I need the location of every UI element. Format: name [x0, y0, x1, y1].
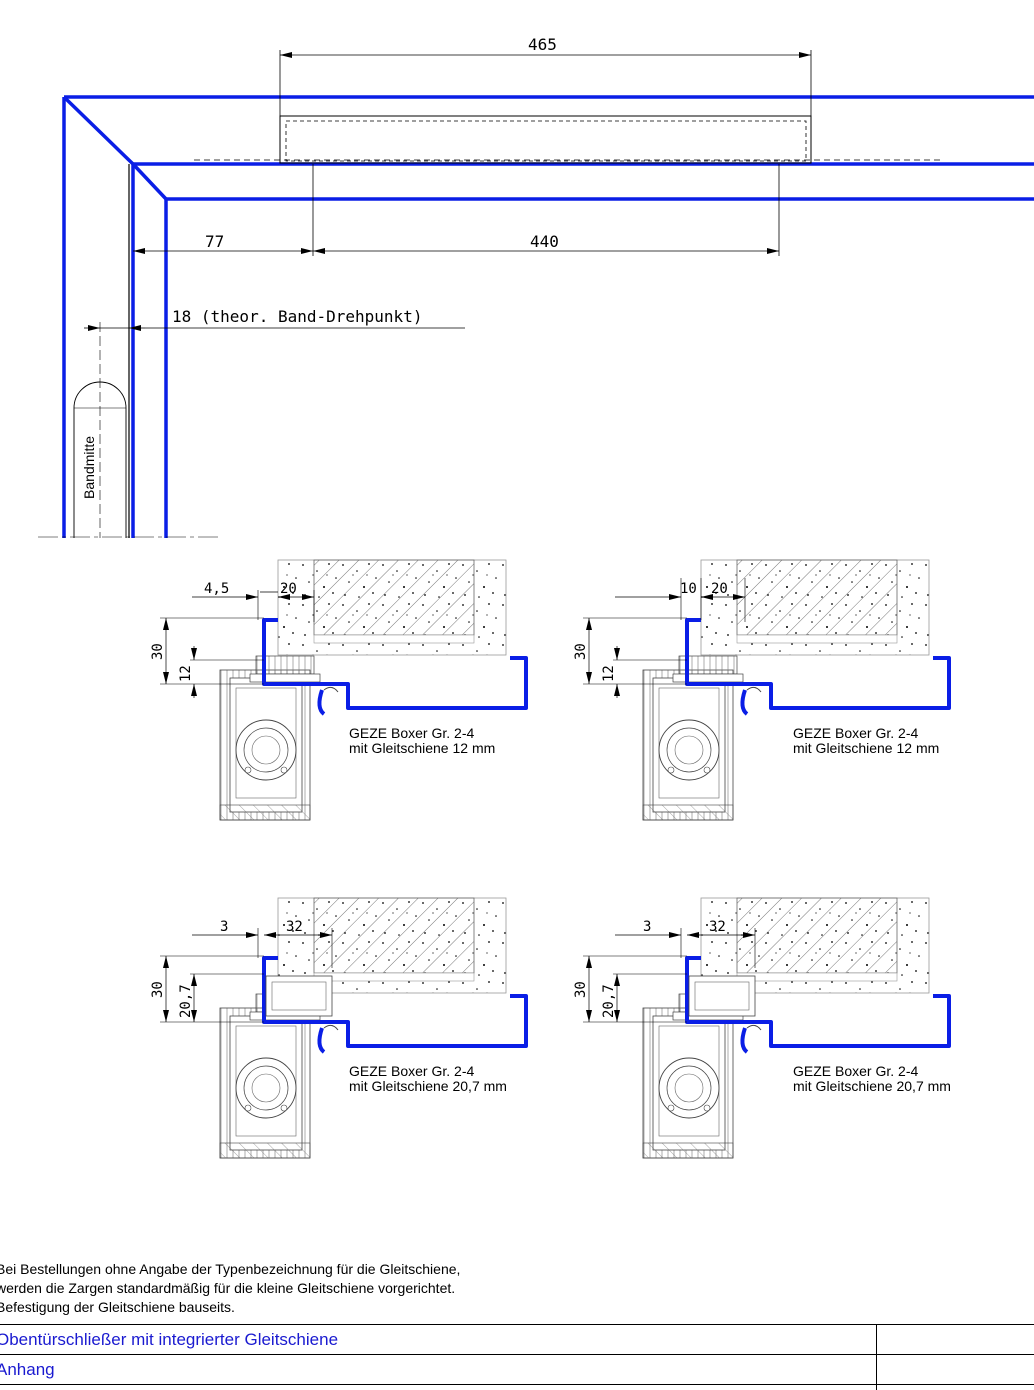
title-text: Obentürschließer mit integrierter Gleits…: [0, 1330, 339, 1349]
dim-18-theor: 18 (theor. Band-Drehpunkt): [172, 307, 422, 326]
top-view: 465 77 440 18 (theor. Band-Drehpunkt) Ba…: [38, 35, 1034, 538]
d2-dim-top: 20: [711, 581, 728, 597]
d1-dim-top: 20: [280, 581, 297, 597]
d3-caption-1: GEZE Boxer Gr. 2-4: [349, 1063, 474, 1079]
dim-77: 77: [205, 232, 224, 251]
d4-dim-h: 30: [573, 981, 589, 998]
subtitle-text: Anhang: [0, 1360, 55, 1379]
d3-dim-h2: 20,7: [178, 984, 194, 1018]
note-line-2: werden die Zargen standardmäßig für die …: [0, 1280, 456, 1296]
d1-caption-1: GEZE Boxer Gr. 2-4: [349, 725, 474, 741]
detail-4: 3 32 30 20,7 GEZE Boxer Gr. 2-4 mit Glei…: [573, 896, 951, 1160]
dim-440: 440: [530, 232, 559, 251]
d4-dim-h2: 20,7: [601, 984, 617, 1018]
dim-465: 465: [528, 35, 557, 54]
d4-caption-2: mit Gleitschiene 20,7 mm: [793, 1078, 951, 1094]
d1-dim-h2: 12: [178, 665, 194, 682]
d4-caption-1: GEZE Boxer Gr. 2-4: [793, 1063, 918, 1079]
d3-dim-top: 32: [286, 919, 303, 935]
title-row-2: Anhang: [0, 1354, 1034, 1385]
d2-dim-h: 30: [573, 643, 589, 660]
d1-dim-left: 4,5: [204, 581, 229, 597]
d3-caption-2: mit Gleitschiene 20,7 mm: [349, 1078, 507, 1094]
bandmitte-label: Bandmitte: [81, 436, 97, 499]
d2-dim-h2: 12: [601, 665, 617, 682]
title-bottom-rule: [0, 1384, 1034, 1386]
note-line-1: Bei Bestellungen ohne Angabe der Typenbe…: [0, 1261, 461, 1277]
d1-caption-2: mit Gleitschiene 12 mm: [349, 740, 495, 756]
title-row-1: Obentürschließer mit integrierter Gleits…: [0, 1324, 1034, 1355]
d2-dim-left: 10: [680, 581, 697, 597]
frame-profile: [62, 95, 1034, 538]
d1-dim-h: 30: [150, 643, 166, 660]
detail-2: 10 20 30 12 GEZE Boxer Gr. 2-4 mit Gleit…: [573, 558, 951, 822]
detail-3: 3 32 30 20,7 GEZE Boxer Gr. 2-4 mit Glei…: [150, 896, 528, 1160]
d3-dim-h: 30: [150, 981, 166, 998]
d3-dim-left: 3: [220, 919, 228, 935]
d4-dim-left: 3: [643, 919, 651, 935]
d2-caption-2: mit Gleitschiene 12 mm: [793, 740, 939, 756]
title-block-separator: [876, 1324, 877, 1390]
note-line-3: Befestigung der Gleitschiene bauseits.: [0, 1299, 235, 1315]
d4-dim-top: 32: [709, 919, 726, 935]
detail-1: 4,5 20 30 12 GEZE Boxer Gr. 2-4 mit Glei…: [150, 558, 528, 822]
d2-caption-1: GEZE Boxer Gr. 2-4: [793, 725, 918, 741]
